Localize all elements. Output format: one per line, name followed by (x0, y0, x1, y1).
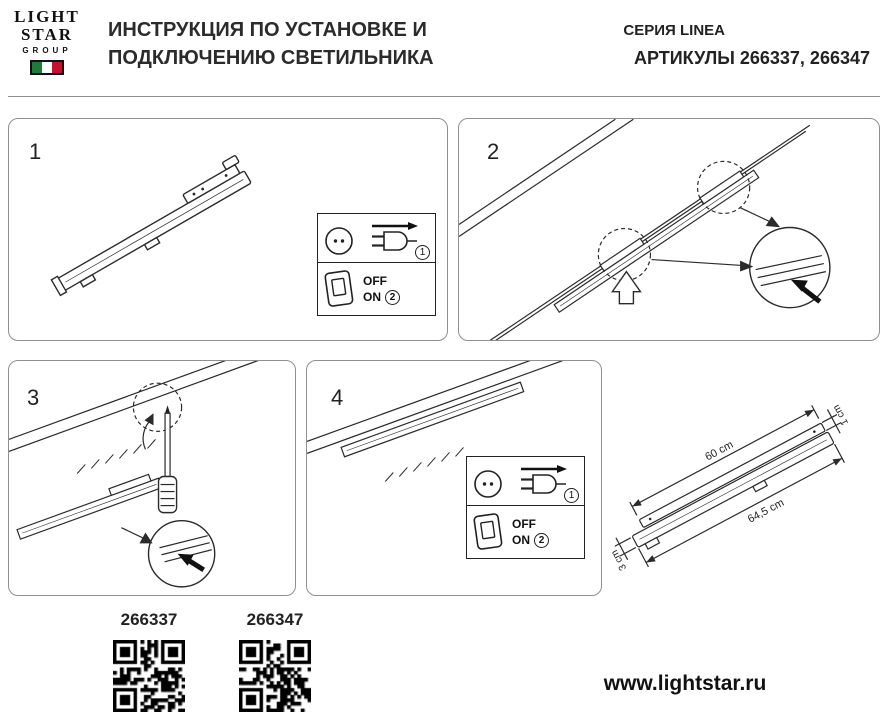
header-divider (8, 96, 880, 97)
step-2-panel: 2 (458, 118, 880, 341)
on-label: ON (363, 290, 381, 304)
dimension-64-5cm: 64,5 cm (746, 497, 786, 526)
website-link: www.lightstar.ru (603, 672, 767, 695)
qr-article-right-label: 266347 (246, 610, 304, 629)
title-line-2: ПОДКЛЮЧЕНИЮ СВЕТИЛЬНИКА (108, 47, 434, 69)
step-2-number: 2 (487, 139, 500, 164)
series-label: СЕРИЯ LINEA (623, 22, 725, 39)
title-line-1: ИНСТРУКЦИЯ ПО УСТАНОВКЕ И (108, 19, 427, 41)
socket-plug-icon (325, 222, 418, 255)
off-on-labels: OFF ON 2 (363, 273, 400, 305)
off-label: OFF (363, 274, 387, 288)
italian-flag-icon (30, 60, 64, 75)
qr-article-left-label: 266337 (120, 610, 178, 629)
step-3-panel: 3 (8, 360, 296, 596)
socket-plug-icon (474, 465, 567, 498)
mounted-luminaire-illustration (307, 361, 564, 482)
lightstar-logo: LIGHT STAR GROUP (12, 8, 82, 75)
step-1-panel: 1 (8, 118, 448, 341)
circled-number-2: 2 (534, 532, 549, 548)
track-mounting-illustration (459, 119, 831, 340)
articles-label: АРТИКУЛЫ 266337, 266347 (633, 48, 870, 68)
on-label: ON (512, 533, 530, 547)
screwdriver-icon (157, 405, 178, 514)
off-label: OFF (512, 517, 536, 531)
logo-line-3: GROUP (22, 46, 72, 55)
locking-screwdriver-illustration (9, 361, 259, 588)
dimension-3cm: 3 cm (612, 548, 629, 572)
logo-line-2: STAR (20, 25, 74, 44)
qr-code-266337 (113, 640, 185, 712)
plug-in-cell: 1 (467, 457, 584, 505)
step-4-panel: 4 (306, 360, 602, 596)
step-1-number: 1 (29, 139, 42, 164)
logo-line-1: LIGHT (14, 7, 80, 26)
qr-code-266347 (239, 640, 311, 712)
dimension-1cm: 1 cm (831, 403, 851, 427)
power-on-legend: 1 OFF ON 2 (466, 456, 585, 559)
switch-on-cell: OFF ON 2 (467, 505, 584, 558)
off-on-labels: OFF ON 2 (512, 516, 549, 548)
luminaire-illustration (50, 155, 252, 297)
wall-switch-icon (324, 270, 354, 307)
dimensions-drawing: 60 cm 1 cm 64,5 cm 3 cm (612, 403, 851, 572)
step-4-number: 4 (331, 385, 344, 410)
page-title: ИНСТРУКЦИЯ ПО УСТАНОВКЕ И ПОДКЛЮЧЕНИЮ СВ… (108, 16, 478, 72)
circled-number-2: 2 (385, 289, 400, 305)
switch-off-cell: OFF ON 2 (318, 262, 435, 315)
unplug-cell: 1 (318, 214, 435, 262)
step-3-number: 3 (27, 385, 40, 410)
up-arrow-icon (611, 270, 642, 305)
power-off-legend: 1 OFF ON 2 (317, 213, 436, 316)
circled-number-1: 1 (415, 245, 430, 260)
circled-number-1: 1 (564, 488, 579, 503)
wall-switch-icon (473, 513, 503, 550)
